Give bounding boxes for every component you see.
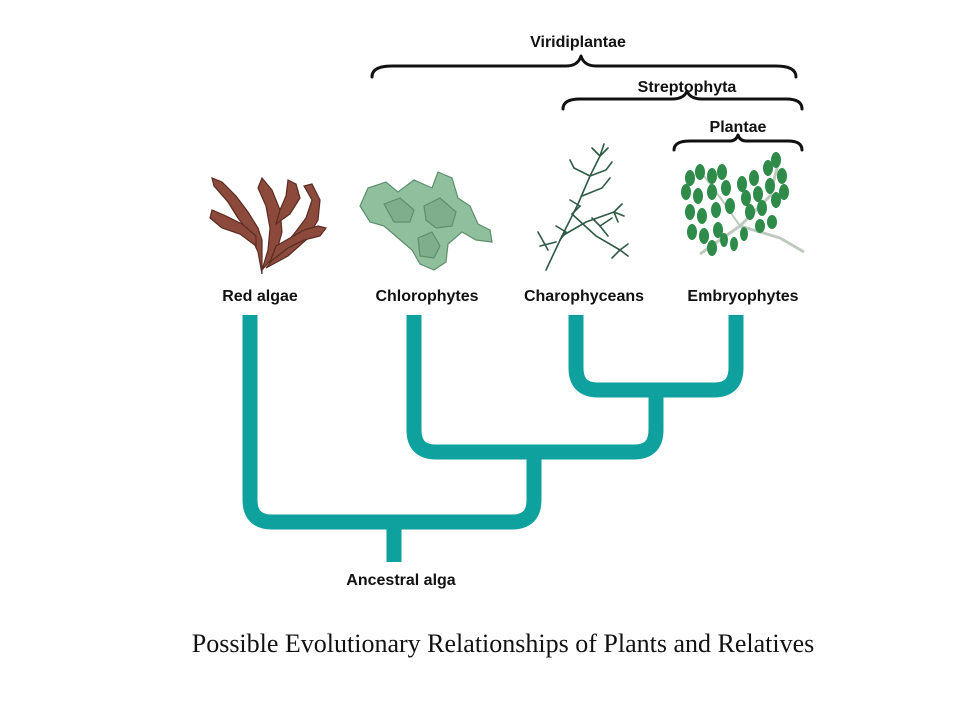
clade-label-streptophyta: Streptophyta xyxy=(638,79,737,96)
clade-label-viridiplantae: Viridiplantae xyxy=(530,34,626,51)
clade-label-plantae: Plantae xyxy=(710,119,767,136)
fern-frond-illustration-icon xyxy=(681,152,805,256)
phylogenetic-tree xyxy=(242,315,744,562)
branch-streptophyta-node xyxy=(568,315,744,398)
red-algae-illustration-icon xyxy=(209,176,328,275)
charophycean-illustration-icon xyxy=(537,143,629,271)
taxon-label-embryophytes: Embryophytes xyxy=(687,288,798,305)
brace-streptophyta xyxy=(561,89,804,111)
clade-braces xyxy=(370,54,804,152)
branch-root-node xyxy=(242,315,542,530)
figure-caption: Possible Evolutionary Relationships of P… xyxy=(192,629,815,658)
brace-plantae xyxy=(672,133,804,152)
root-label-ancestral-alga: Ancestral alga xyxy=(346,572,455,589)
green-algae-illustration-icon xyxy=(359,171,493,271)
taxon-label-red-algae: Red algae xyxy=(222,288,298,305)
taxon-label-chlorophytes: Chlorophytes xyxy=(375,288,478,305)
taxon-label-charophyceans: Charophyceans xyxy=(524,288,644,305)
brace-viridiplantae xyxy=(370,54,798,79)
